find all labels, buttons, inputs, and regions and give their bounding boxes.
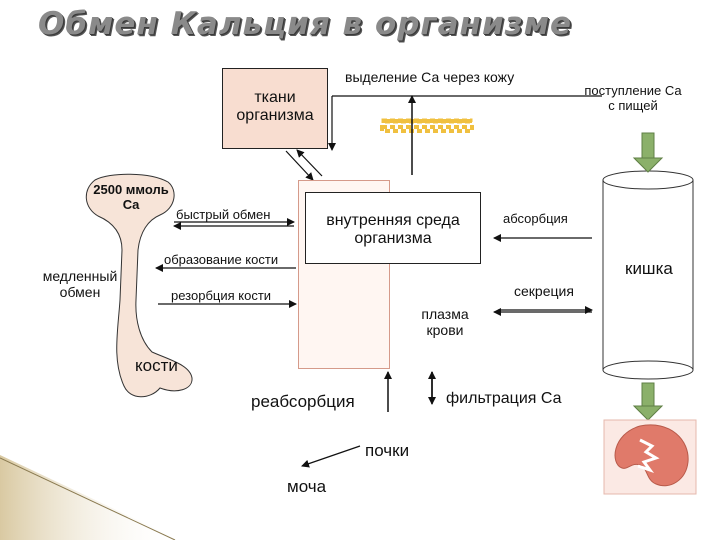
label-skin-excretion: выделение Са через кожу bbox=[345, 69, 515, 85]
label-blood-plasma: плазма крови bbox=[410, 306, 480, 338]
corner-accent bbox=[0, 455, 180, 540]
kidney-icon bbox=[603, 419, 697, 495]
label-secretion: секреция bbox=[514, 283, 574, 299]
label-kidneys: почки bbox=[365, 441, 410, 460]
label-filtration: фильтрация Са bbox=[446, 390, 562, 407]
skin-excretion-bar bbox=[380, 118, 474, 133]
label-bone-amount-line1: 2500 ммоль bbox=[93, 182, 169, 197]
label-food-intake-line2: с пищей bbox=[608, 97, 658, 113]
label-fast-exchange: быстрый обмен bbox=[176, 207, 271, 222]
label-food-intake-line1: поступление Са bbox=[584, 83, 682, 98]
label-bone-amount: 2500 ммоль Ca bbox=[86, 182, 176, 213]
inner-environment-box bbox=[305, 192, 481, 264]
label-tissue-line1: ткани bbox=[254, 89, 296, 106]
label-slow-exchange-line1: медленный bbox=[42, 268, 118, 284]
label-blood-plasma-line2: крови bbox=[426, 322, 464, 339]
label-slow-exchange-line2: обмен bbox=[59, 284, 101, 301]
label-reabsorption: реабсорбция bbox=[251, 392, 355, 411]
tissue-box bbox=[222, 68, 328, 149]
intestine-cylinder bbox=[602, 170, 694, 380]
label-inner-environment-line1: внутренняя среда bbox=[326, 212, 460, 229]
label-bone-resorption: резорбция кости bbox=[171, 288, 272, 303]
label-inner-environment: внутренняя среда организма bbox=[305, 212, 481, 249]
label-intestine: кишка bbox=[625, 259, 673, 278]
page-title: Обмен Кальция в организме bbox=[38, 6, 573, 42]
green-intake-arrow bbox=[632, 132, 664, 173]
arrow-env-to-tissue bbox=[296, 149, 323, 177]
label-food-intake: поступление Са с пищей bbox=[568, 83, 698, 114]
label-inner-environment-line2: организма bbox=[354, 230, 432, 248]
label-blood-plasma-line1: плазма bbox=[421, 306, 469, 322]
label-tissue: ткани организма bbox=[222, 89, 328, 126]
arrow-kidney-to-urine bbox=[301, 445, 361, 468]
bone-shape bbox=[85, 173, 193, 398]
corner-accent-line bbox=[0, 457, 176, 540]
label-absorption: абсорбция bbox=[503, 211, 568, 226]
label-bone-amount-line2: Ca bbox=[122, 196, 140, 212]
label-urine: моча bbox=[287, 477, 327, 496]
arrow-tissue-to-env bbox=[285, 150, 314, 181]
label-tissue-line2: организма bbox=[236, 107, 314, 125]
green-kidney-arrow bbox=[632, 382, 664, 421]
label-bone-formation: образование кости bbox=[164, 252, 279, 267]
label-slow-exchange: медленный обмен bbox=[26, 268, 134, 300]
label-bones: кости bbox=[135, 356, 178, 375]
